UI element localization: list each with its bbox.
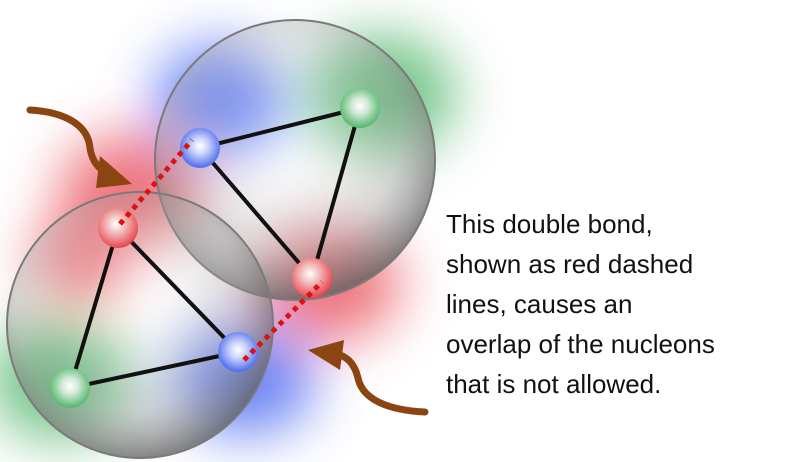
- neutron-ball: [180, 128, 220, 168]
- neutron-ball: [218, 332, 258, 372]
- caption-line: lines, causes an: [446, 289, 633, 319]
- neutron-ball: [340, 88, 380, 128]
- proton-ball: [98, 208, 138, 248]
- nucleus-shell: [6, 191, 274, 459]
- double-bond-lower: [242, 280, 324, 362]
- curved-arrow-icon: [308, 340, 429, 416]
- bond-line: [69, 350, 239, 390]
- double-bond-upper: [118, 138, 194, 226]
- bond-line: [310, 107, 362, 279]
- double-bonds: [118, 138, 324, 362]
- curved-arrow-icon: [26, 106, 132, 188]
- bond-line: [198, 146, 314, 280]
- bond-line: [68, 227, 120, 389]
- caption-line: overlap of the nucleons: [446, 329, 715, 359]
- bond-line: [199, 106, 361, 150]
- caption-line: This double bond,: [446, 209, 653, 239]
- neutron-ball: [50, 368, 90, 408]
- proton-ball: [292, 258, 332, 298]
- caption-line: shown as red dashed: [446, 249, 694, 279]
- bond-line: [116, 226, 240, 354]
- nucleus-lower-left: [6, 191, 274, 459]
- explanation-caption: This double bond, shown as red dashed li…: [446, 204, 804, 404]
- caption-line: that is not allowed.: [446, 369, 662, 399]
